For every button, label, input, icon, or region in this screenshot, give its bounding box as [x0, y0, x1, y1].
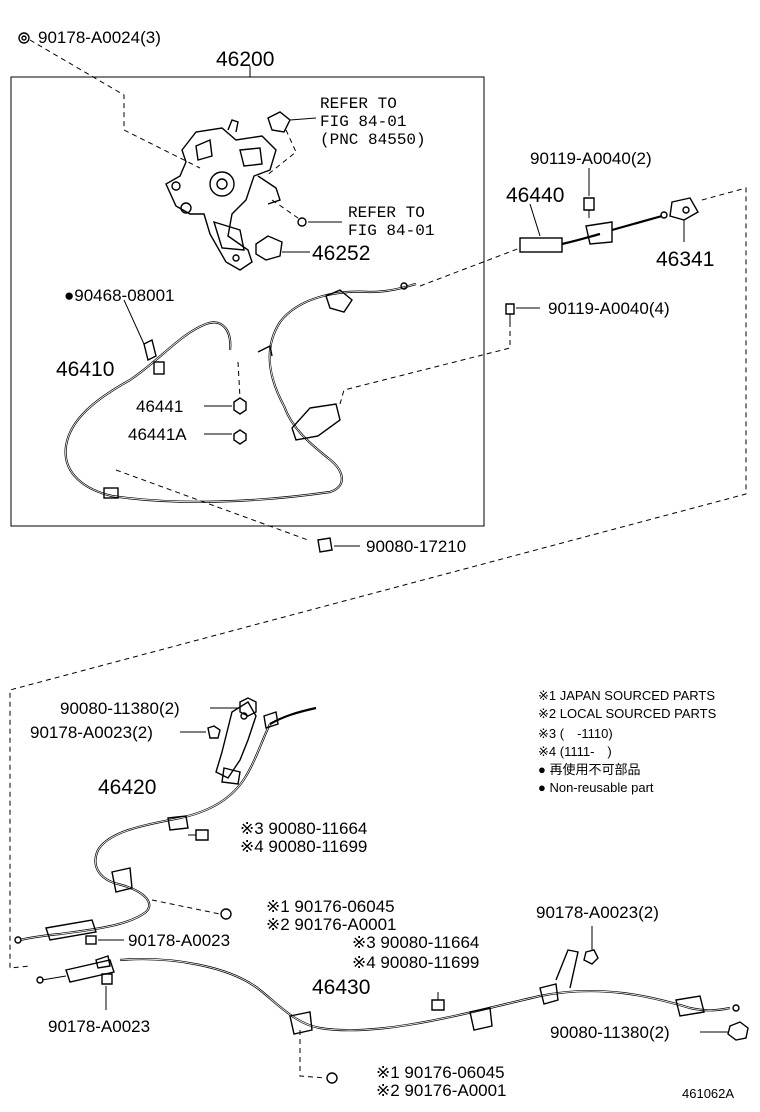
clip-icon: [101, 973, 113, 985]
cable-46410: [64, 282, 417, 503]
clip-icon: [317, 537, 333, 553]
legend: ※1 JAPAN SOURCED PARTS ※2 LOCAL SOURCED …: [538, 688, 717, 795]
legend-item: ● Non-reusable part: [538, 780, 654, 795]
part-label: ※3 90080-11664: [240, 819, 367, 838]
part-label: 46441: [136, 397, 183, 416]
nut-icon: [239, 697, 257, 717]
figure-id: 461062A: [682, 1086, 734, 1101]
legend-item: ※4 (1111- ): [538, 744, 612, 759]
part-label: 90119-A0040(4): [548, 299, 670, 318]
nut-icon: [220, 908, 232, 920]
part-label: 46441A: [128, 425, 187, 444]
part-label: 46440: [506, 184, 564, 207]
reference-label: FIG 84-01: [320, 113, 406, 131]
part-label: 46341: [656, 248, 714, 271]
part-label: ●90468-08001: [64, 286, 174, 305]
reference-label: (PNC 84550): [320, 131, 426, 149]
bolt-icon: [583, 197, 595, 218]
bolt-icon: [505, 303, 515, 322]
cable-46440: [419, 211, 668, 287]
part-label: 46252: [312, 242, 370, 265]
reference-label: FIG 84-01: [348, 222, 434, 240]
part-label: 90080-17210: [366, 537, 466, 556]
nut-icon: [207, 725, 221, 739]
part-label: 46200: [216, 48, 274, 71]
part-label: 46420: [98, 776, 156, 799]
nut-icon: [727, 1021, 749, 1041]
legend-item: ● 再使用不可部品: [538, 762, 640, 777]
part-label: 90178-A0023: [48, 1017, 150, 1036]
bolt-icon: [297, 217, 307, 227]
nut-icon: [583, 949, 599, 965]
legend-item: ※2 LOCAL SOURCED PARTS: [538, 706, 717, 721]
nut-icon: [326, 1072, 338, 1084]
parking-brake-pedal-assembly: [165, 119, 281, 271]
part-label: ※2 90176-A0001: [376, 1081, 507, 1100]
part-label: 90178-A0023: [128, 931, 230, 950]
part-label: ※3 90080-11664: [352, 933, 479, 952]
part-label: 46410: [56, 358, 114, 381]
part-label: 90178-A0024(3): [38, 28, 161, 47]
clip-46341-icon: [669, 197, 699, 221]
clip-icon: [85, 935, 97, 945]
switch-46252-icon: [255, 235, 283, 261]
part-label: 46430: [312, 976, 370, 999]
assembly-46200-frame: [10, 76, 485, 527]
part-label: 90080-11380(2): [60, 699, 180, 718]
part-label: 90119-A0040(2): [530, 149, 652, 168]
reference-label: REFER TO: [320, 95, 397, 113]
nut-46441-icon: [233, 397, 247, 445]
cable-46430: [36, 949, 740, 1035]
reference-label: REFER TO: [348, 204, 425, 222]
part-label: 90178-A0023(2): [30, 723, 153, 742]
part-label: ※1 90176-06045: [376, 1063, 505, 1082]
bolt-icon: [18, 32, 30, 44]
part-label: 90080-11380(2): [550, 1023, 670, 1042]
clip-icon: [143, 338, 157, 362]
part-label: 90178-A0023(2): [536, 903, 659, 922]
part-label: ※2 90176-A0001: [266, 915, 397, 934]
part-label: ※4 90080-11699: [240, 837, 367, 856]
part-label: ※1 90176-06045: [266, 897, 395, 916]
bolt-icon: [188, 829, 209, 841]
clip-icon: [267, 111, 291, 133]
cable-46420: [14, 706, 317, 944]
part-label: ※4 90080-11699: [352, 953, 479, 972]
legend-item: ※3 ( -1110): [538, 726, 613, 741]
legend-item: ※1 JAPAN SOURCED PARTS: [538, 688, 715, 703]
bolt-icon: [431, 992, 445, 1011]
